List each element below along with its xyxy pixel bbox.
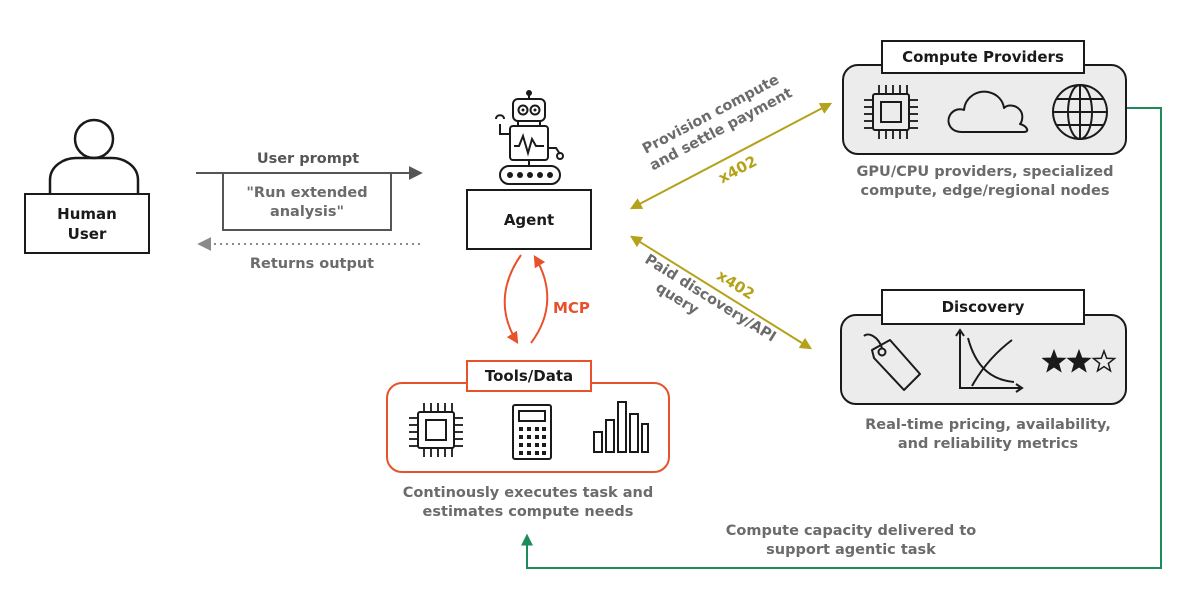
discovery-title: Discovery [881, 289, 1085, 325]
tools-title: Tools/Data [466, 360, 592, 392]
human-label-line2: User [67, 224, 107, 243]
tools-caption: Continously executes task and estimates … [370, 484, 686, 522]
cloud-icon [947, 90, 1029, 133]
user-prompt-quote-line2: analysis" [269, 204, 345, 220]
delivery-caption-line2: support agentic task [766, 542, 936, 558]
discovery-caption-line2: and reliability metrics [897, 436, 1079, 452]
agent-box: Agent [466, 189, 592, 250]
provision-protocol: x402 [715, 152, 760, 187]
price-tag-icon [863, 333, 921, 391]
returns-output-label: Returns output [249, 256, 375, 272]
user-prompt-label: User prompt [256, 151, 360, 167]
tools-caption-line2: estimates compute needs [422, 504, 634, 520]
person-icon [48, 118, 140, 196]
mcp-arrow-down [503, 254, 522, 345]
mcp-label: MCP [553, 299, 590, 317]
human-user-box: Human User [24, 193, 150, 254]
discovery-caption-line1: Real-time pricing, availability, [865, 417, 1111, 433]
user-prompt-bracket [222, 173, 392, 231]
delivery-arrow [521, 107, 1162, 569]
filled-star-icon [1042, 349, 1067, 373]
discovery-caption: Real-time pricing, availability, and rel… [830, 416, 1146, 454]
filled-star-icon [1066, 349, 1092, 373]
calculator-icon [512, 404, 552, 460]
curve-chart-icon [955, 328, 1024, 393]
compute-caption-line2: compute, edge/regional nodes [860, 183, 1110, 199]
compute-title: Compute Providers [881, 40, 1085, 74]
delivery-caption: Compute capacity delivered to support ag… [706, 522, 996, 560]
gpu-chip-icon [864, 85, 918, 139]
robot-icon [495, 90, 564, 185]
cpu-chip-icon [409, 403, 463, 457]
user-prompt-quote: "Run extended analysis" [223, 184, 391, 222]
rating-stars-icon [1042, 349, 1117, 373]
bar-chart-icon [593, 401, 649, 453]
globe-icon [1052, 84, 1108, 140]
compute-caption: GPU/CPU providers, specialized compute, … [830, 163, 1140, 201]
delivery-caption-line1: Compute capacity delivered to [725, 523, 977, 539]
compute-caption-line1: GPU/CPU providers, specialized [856, 164, 1114, 180]
tools-caption-line1: Continously executes task and [402, 485, 654, 501]
paid-discovery-arrow [629, 235, 813, 350]
mcp-arrow-up [530, 254, 549, 344]
empty-star-icon [1091, 349, 1117, 373]
user-prompt-quote-line1: "Run extended [246, 185, 368, 201]
provision-arrow [629, 102, 833, 210]
human-label-line1: Human [57, 204, 117, 223]
